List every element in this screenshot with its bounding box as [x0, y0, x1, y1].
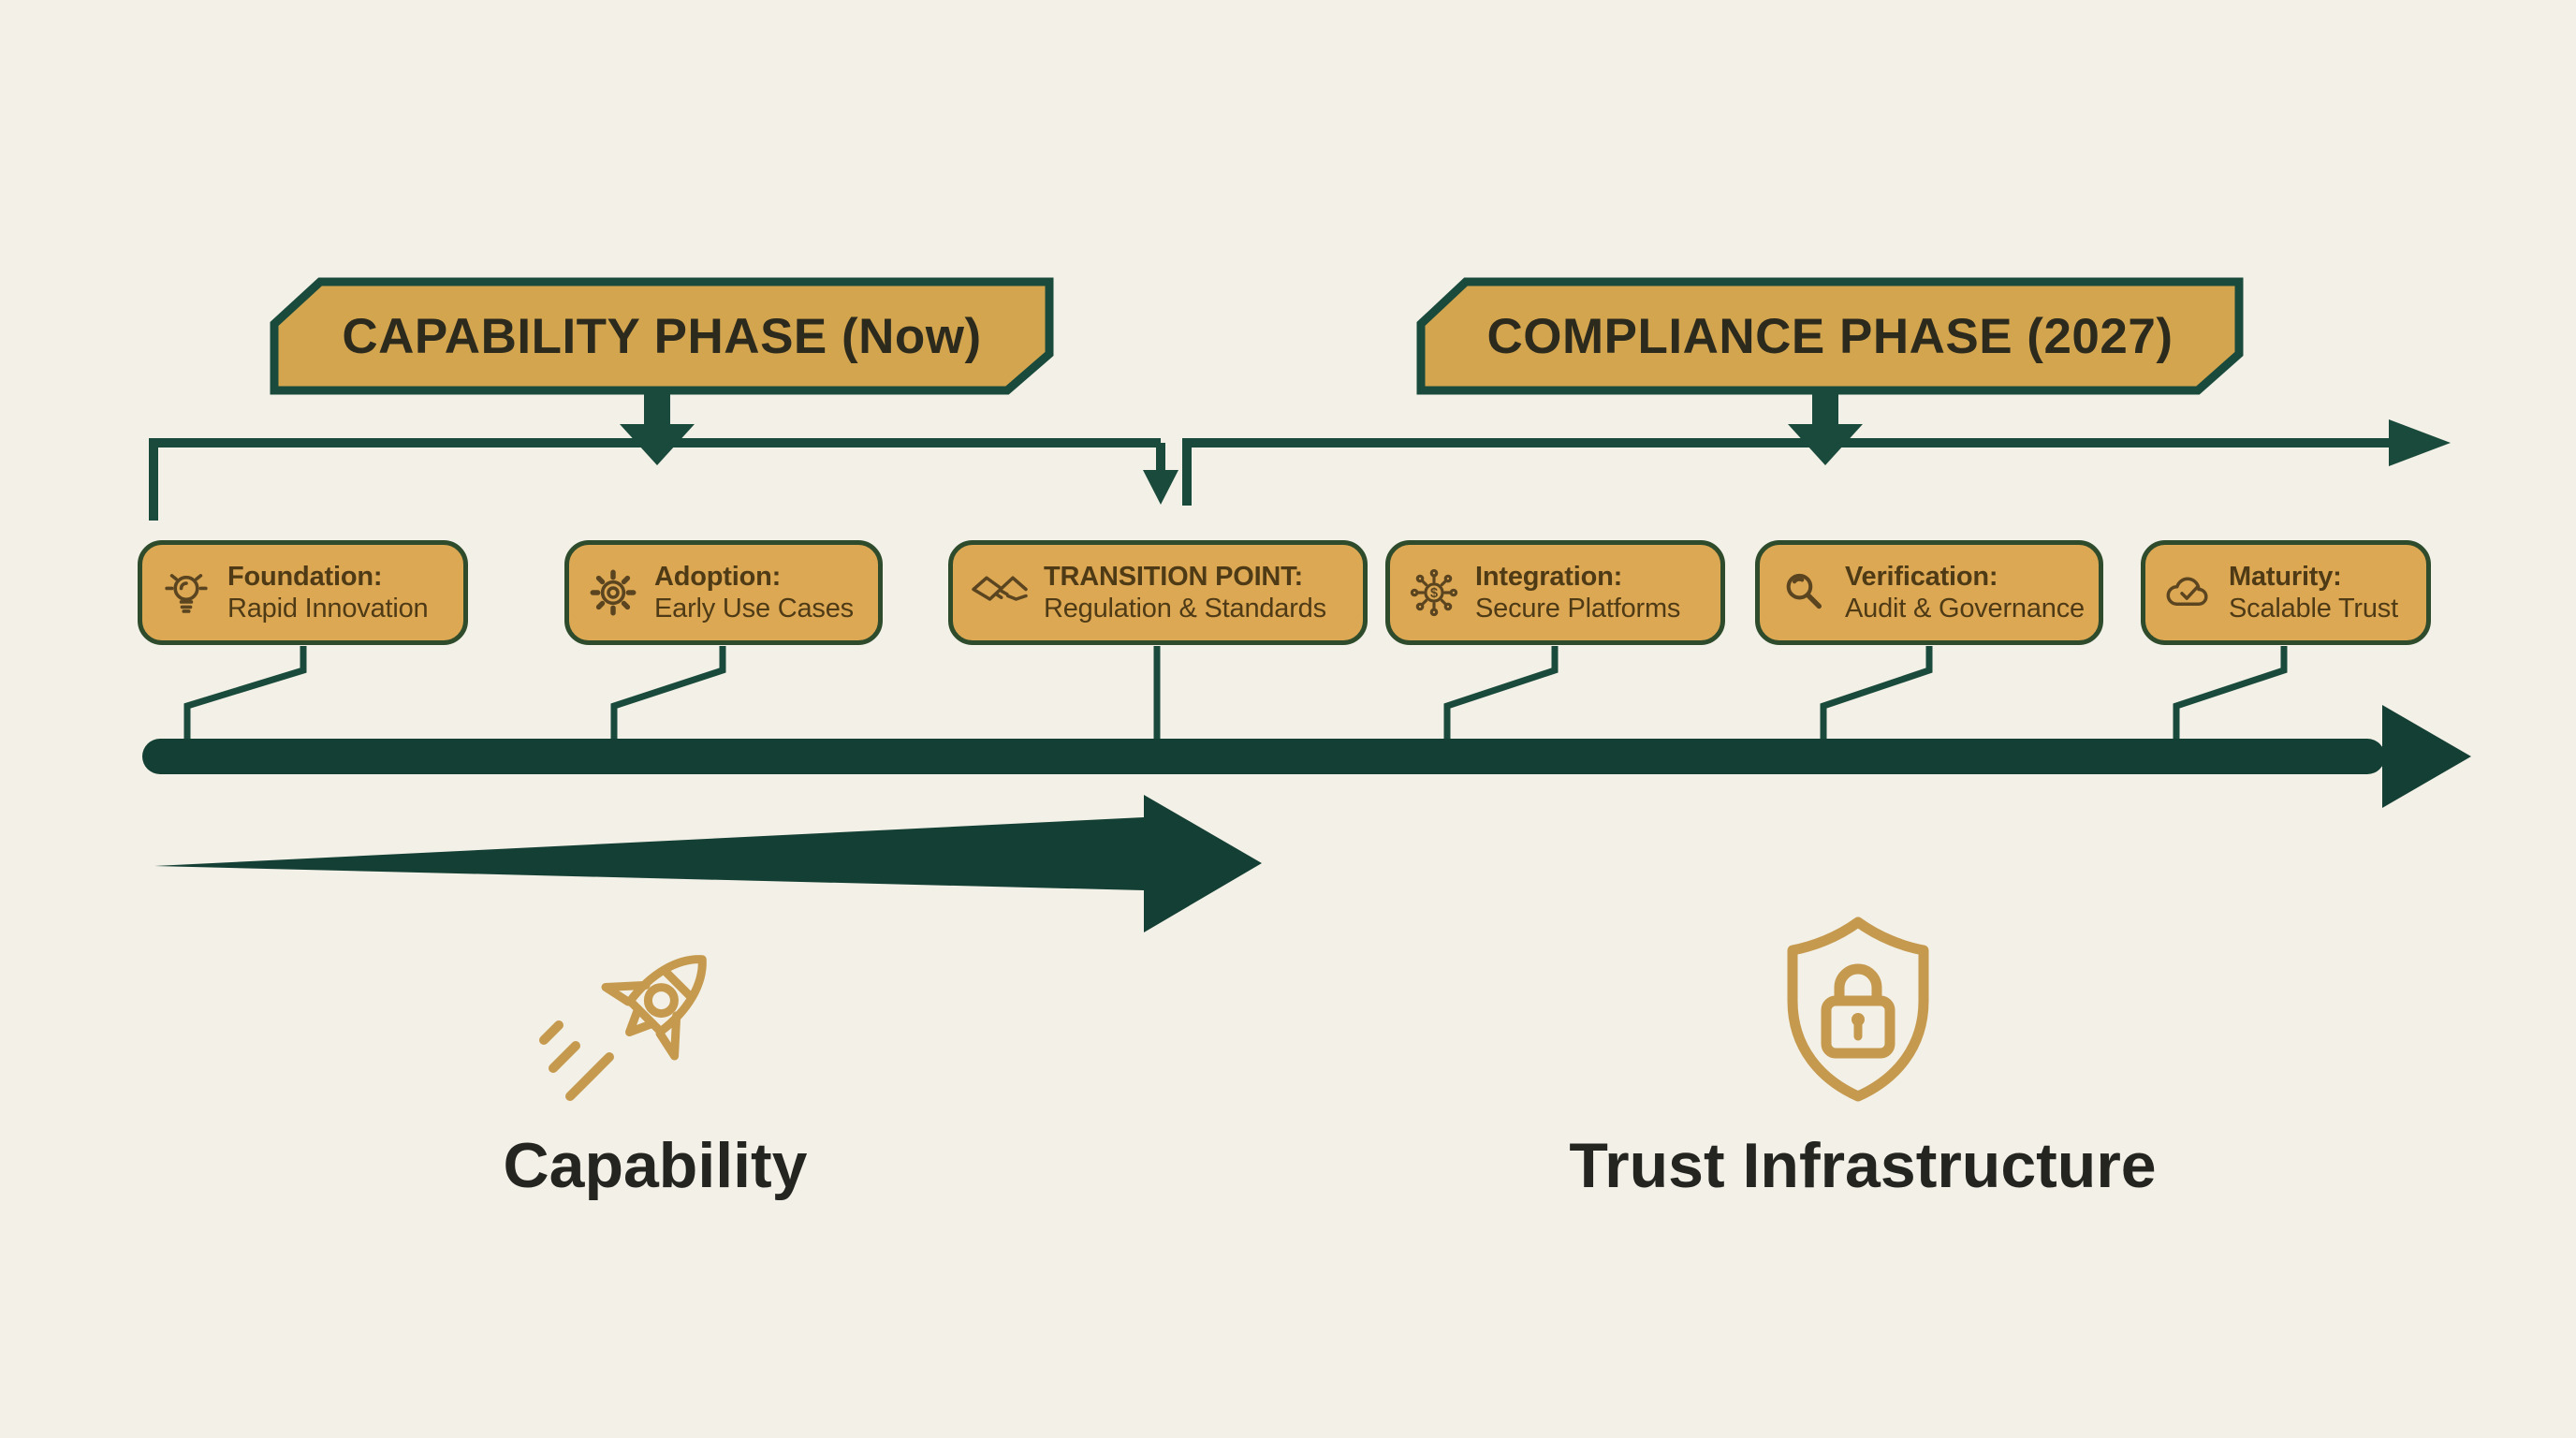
milestone-subtitle: Rapid Innovation [227, 594, 429, 624]
connector-integration [1443, 646, 1559, 740]
transition-down-arrowhead [1143, 470, 1178, 505]
connector-foundation [183, 646, 307, 740]
milestone-title: Integration: [1475, 561, 1623, 592]
compliance-phase-label: COMPLIANCE PHASE (2027) [1486, 308, 2174, 364]
milestone-maturity: Maturity: Scalable Trust [2141, 540, 2431, 645]
capability-growth-arrow [154, 795, 1262, 932]
cloud-check-icon [2166, 577, 2208, 606]
capability-phase-banner: CAPABILITY PHASE (Now) [274, 282, 1049, 390]
milestone-subtitle: Scalable Trust [2229, 594, 2398, 624]
milestone-subtitle: Early Use Cases [654, 594, 854, 624]
trust-infrastructure-label: Trust Infrastructure [1569, 1130, 2157, 1201]
compliance-banner-shape [1416, 277, 2244, 395]
milestone-foundation: Foundation: Rapid Innovation [138, 540, 468, 645]
milestone-text: Verification: Audit & Governance [1845, 561, 2085, 624]
rocket-icon [539, 955, 707, 1101]
capability-label: Capability [503, 1130, 808, 1201]
milestone-adoption: Adoption: Early Use Cases [564, 540, 883, 645]
lightbulb-icon [165, 574, 208, 613]
milestone-subtitle: Secure Platforms [1475, 594, 1681, 624]
milestone-title: Verification: [1845, 561, 1998, 592]
timeline-bar [142, 739, 2385, 774]
milestone-subtitle: Audit & Governance [1845, 594, 2085, 624]
milestone-title: Adoption: [654, 561, 782, 592]
network-dollar-icon: $ [1410, 568, 1458, 617]
milestone-title: Maturity: [2229, 561, 2342, 592]
compliance-bracket-line [1182, 438, 2389, 506]
capability-arrowhead [620, 424, 695, 465]
milestone-title: Foundation: [227, 561, 383, 592]
milestone-text: Integration: Secure Platforms [1475, 561, 1680, 624]
compliance-phase-banner: COMPLIANCE PHASE (2027) [1421, 282, 2239, 390]
milestone-text: Foundation: Rapid Innovation [227, 561, 429, 624]
compliance-arrowhead [1788, 424, 1863, 465]
milestone-verification: Verification: Audit & Governance [1755, 540, 2103, 645]
milestone-subtitle: Regulation & Standards [1044, 594, 1326, 624]
milestone-transition: TRANSITION POINT: Regulation & Standards [948, 540, 1368, 645]
magnifier-icon [1786, 573, 1822, 609]
capability-arrow-shaft [644, 394, 670, 426]
compliance-arrow-shaft [1812, 394, 1838, 426]
capability-phase-label: CAPABILITY PHASE (Now) [342, 308, 982, 364]
timeline-arrowhead [2382, 705, 2471, 808]
milestone-title: TRANSITION POINT: [1044, 561, 1303, 592]
capability-banner-shape [270, 277, 1054, 395]
handshake-icon [972, 576, 1028, 601]
connector-verification [1820, 646, 1933, 740]
shield-lock-icon [1787, 917, 1929, 1102]
milestone-text: Adoption: Early Use Cases [654, 561, 854, 624]
capability-bracket-line [149, 438, 1161, 521]
milestone-text: TRANSITION POINT: Regulation & Standards [1044, 561, 1326, 624]
gear-icon [590, 569, 637, 616]
connector-adoption [610, 646, 726, 740]
connector-maturity [2173, 646, 2288, 740]
compliance-bracket-arrowhead [2389, 419, 2451, 466]
milestone-text: Maturity: Scalable Trust [2229, 561, 2398, 624]
svg-text:$: $ [1430, 586, 1438, 601]
milestone-integration: $ Integration: Secure Platforms [1385, 540, 1725, 645]
